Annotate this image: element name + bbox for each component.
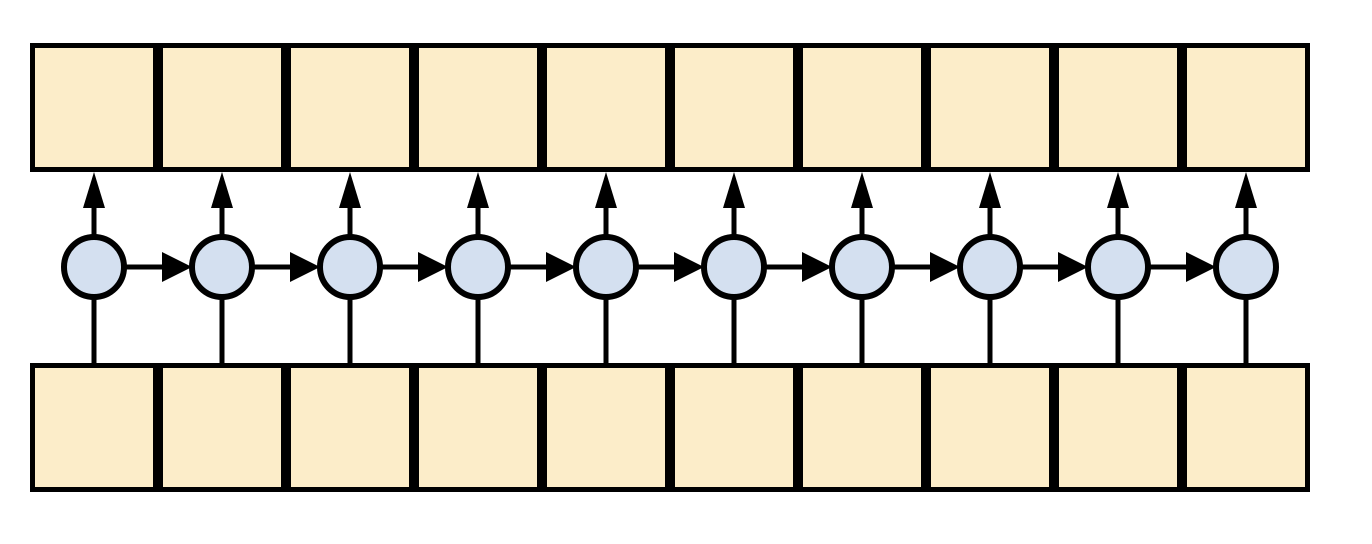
- output-cell[interactable]: [286, 43, 414, 172]
- input-cell[interactable]: [30, 363, 158, 492]
- input-cell[interactable]: [670, 363, 798, 492]
- unit-to-output-arrow: [1107, 172, 1129, 237]
- hidden-unit[interactable]: [189, 234, 255, 300]
- unit-to-output-arrow: [851, 172, 873, 237]
- input-to-unit-connections: [91, 297, 1249, 363]
- hidden-unit[interactable]: [1085, 234, 1151, 300]
- unit-to-unit-arrow: [508, 252, 576, 282]
- output-cell[interactable]: [670, 43, 798, 172]
- hidden-unit[interactable]: [573, 234, 639, 300]
- unit-to-output-arrow: [595, 172, 617, 237]
- hidden-unit[interactable]: [829, 234, 895, 300]
- unit-to-output-arrow: [211, 172, 233, 237]
- hidden-unit[interactable]: [317, 234, 383, 300]
- hidden-unit[interactable]: [61, 234, 127, 300]
- unit-to-output-arrow: [339, 172, 361, 237]
- unit-to-output-arrow: [83, 172, 105, 237]
- unit-to-unit-arrow: [124, 252, 192, 282]
- output-sequence-row: [30, 43, 1310, 172]
- input-cell[interactable]: [542, 363, 670, 492]
- hidden-unit[interactable]: [1213, 234, 1279, 300]
- hidden-unit[interactable]: [445, 234, 511, 300]
- output-cell[interactable]: [1054, 43, 1182, 172]
- input-cell[interactable]: [286, 363, 414, 492]
- input-cell[interactable]: [158, 363, 286, 492]
- input-cell[interactable]: [1054, 363, 1182, 492]
- unit-to-unit-arrow: [252, 252, 320, 282]
- unit-to-unit-arrow: [1148, 252, 1216, 282]
- input-cell[interactable]: [414, 363, 542, 492]
- unit-to-unit-arrow: [892, 252, 960, 282]
- unit-to-unit-arrow: [380, 252, 448, 282]
- input-cell[interactable]: [1182, 363, 1310, 492]
- unit-to-output-arrow: [723, 172, 745, 237]
- output-cell[interactable]: [798, 43, 926, 172]
- output-cell[interactable]: [926, 43, 1054, 172]
- input-cell[interactable]: [926, 363, 1054, 492]
- output-cell[interactable]: [542, 43, 670, 172]
- unit-to-output-arrow: [979, 172, 1001, 237]
- unit-to-output-arrow: [467, 172, 489, 237]
- output-cell[interactable]: [30, 43, 158, 172]
- output-cell[interactable]: [158, 43, 286, 172]
- unit-to-unit-arrow: [1020, 252, 1088, 282]
- unit-to-output-connections: [83, 172, 1257, 237]
- unit-to-output-arrow: [1235, 172, 1257, 237]
- unit-to-unit-arrow: [636, 252, 704, 282]
- hidden-unit[interactable]: [701, 234, 767, 300]
- unit-to-unit-arrow: [764, 252, 832, 282]
- input-sequence-row: [30, 363, 1310, 492]
- output-cell[interactable]: [414, 43, 542, 172]
- hidden-state-row: [61, 234, 1279, 300]
- input-cell[interactable]: [798, 363, 926, 492]
- unit-to-unit-connections: [124, 252, 1216, 282]
- output-cell[interactable]: [1182, 43, 1310, 172]
- hidden-unit[interactable]: [957, 234, 1023, 300]
